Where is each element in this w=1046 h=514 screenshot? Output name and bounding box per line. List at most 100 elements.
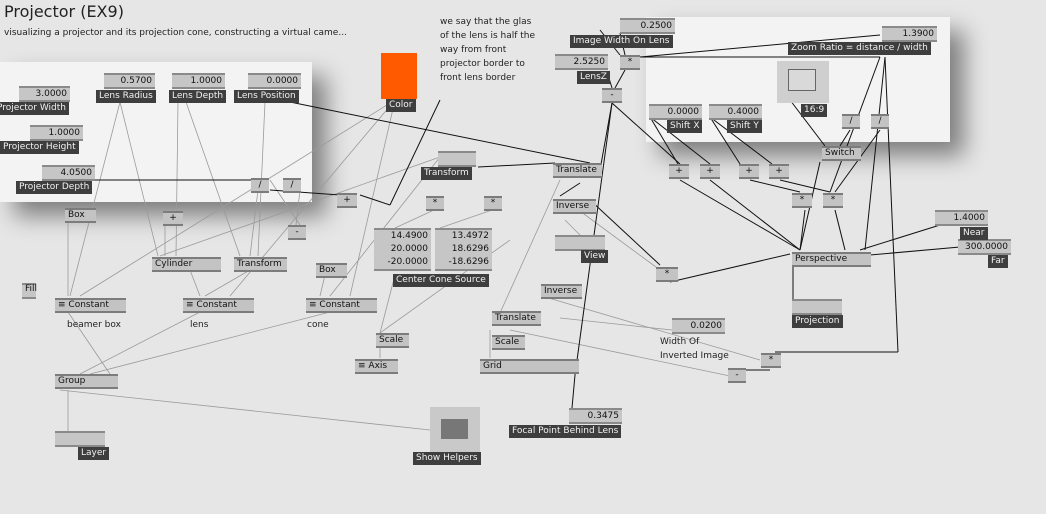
minus-node[interactable]: - xyxy=(602,88,622,103)
fill-toggle[interactable] xyxy=(22,283,36,299)
projector-width-label: Projector Width xyxy=(0,102,70,115)
perspective-node[interactable]: Perspective xyxy=(792,252,871,267)
cone-comment: cone xyxy=(307,320,329,330)
show-helpers-label: Show Helpers xyxy=(413,452,481,465)
plus-node-2[interactable]: + xyxy=(163,211,183,226)
aspect-label: 16:9 xyxy=(801,104,828,117)
projector-height-input[interactable]: 1.0000 xyxy=(30,125,83,141)
near-input[interactable]: 1.4000 xyxy=(935,210,988,226)
mul-node-7[interactable]: * xyxy=(761,353,781,368)
lens-position-input[interactable]: 0.0000 xyxy=(248,73,301,89)
lens-depth-input[interactable]: 1.0000 xyxy=(172,73,225,89)
projection-output-box[interactable] xyxy=(792,299,842,315)
shift-x-label: Shift X xyxy=(667,120,703,133)
center-label: Center xyxy=(393,274,430,287)
constant-1-label: Constant xyxy=(68,300,109,310)
cone-source-vector: 13.4972 18.6296 -18.6296 xyxy=(435,228,492,271)
layer-output-box[interactable] xyxy=(55,431,105,447)
image-width-input[interactable]: 0.2500 xyxy=(620,18,675,34)
center-vector-input[interactable]: 14.4900 20.0000 -20.0000 xyxy=(374,228,431,271)
beamer-box-comment: beamer box xyxy=(67,320,121,330)
width-inverted-comment: Width Of Inverted Image xyxy=(660,337,729,361)
aspect-preview[interactable] xyxy=(777,61,829,103)
transform-node[interactable]: Transform xyxy=(234,257,287,272)
zoom-ratio-label: Zoom Ratio = distance / width xyxy=(788,42,931,55)
zoom-ratio-input[interactable]: 1.3900 xyxy=(882,26,937,42)
mul-node-2[interactable]: * xyxy=(426,196,444,211)
cone-source-z: -18.6296 xyxy=(448,257,489,267)
cylinder-node[interactable]: Cylinder xyxy=(152,257,221,272)
minus-node-2[interactable]: - xyxy=(288,225,306,240)
center-y: 20.0000 xyxy=(390,244,428,254)
scale-node-2[interactable]: Scale xyxy=(376,333,409,348)
plus-node-5[interactable]: + xyxy=(739,164,759,179)
div-node-1[interactable]: / xyxy=(251,178,269,193)
toggle-indicator xyxy=(441,419,468,439)
lens-comment: lens xyxy=(190,320,209,330)
projector-width-input[interactable]: 3.0000 xyxy=(19,86,70,102)
focal-point-label: Focal Point Behind Lens xyxy=(509,425,622,438)
div-node-3[interactable]: / xyxy=(842,114,860,129)
view-input-box[interactable] xyxy=(555,235,605,251)
mul-node-6[interactable]: * xyxy=(656,267,678,282)
aspect-preview-frame xyxy=(788,69,816,91)
plus-node-3[interactable]: + xyxy=(669,164,689,179)
shift-y-input[interactable]: 0.4000 xyxy=(709,104,762,120)
center-z: -20.0000 xyxy=(387,257,428,267)
transform-input-box[interactable] xyxy=(438,151,476,167)
show-helpers-toggle[interactable] xyxy=(430,407,480,452)
group-node[interactable]: Group xyxy=(55,374,118,389)
far-label: Far xyxy=(988,255,1008,268)
box-node-1[interactable]: Box xyxy=(65,208,96,223)
glass-note-comment: we say that the glas of the lens is half… xyxy=(440,17,536,83)
box-node-2[interactable]: Box xyxy=(316,263,347,278)
translate-node-1[interactable]: Translate xyxy=(553,163,602,178)
constant-node-3[interactable]: ≡ Constant xyxy=(306,298,377,313)
plus-node-6[interactable]: + xyxy=(769,164,789,179)
cone-source-y: 18.6296 xyxy=(451,244,489,254)
patch-title: Projector (EX9) xyxy=(4,2,124,21)
mul-node[interactable]: * xyxy=(620,55,640,70)
center-x: 14.4900 xyxy=(390,231,428,241)
far-input[interactable]: 300.0000 xyxy=(958,239,1011,255)
projector-height-label: Projector Height xyxy=(0,141,79,154)
translate-node-2[interactable]: Translate xyxy=(492,311,541,326)
axis-node[interactable]: ≡ Axis xyxy=(355,359,398,374)
div-node-2[interactable]: / xyxy=(283,178,301,193)
lens-depth-label: Lens Depth xyxy=(169,90,227,103)
near-label: Near xyxy=(960,227,988,240)
shift-x-input[interactable]: 0.0000 xyxy=(649,104,702,120)
color-label: Color xyxy=(386,99,416,112)
plus-node-1[interactable]: + xyxy=(337,193,357,208)
constant-node-2[interactable]: ≡ Constant xyxy=(183,298,254,313)
lens-radius-label: Lens Radius xyxy=(96,90,156,103)
width-inverted-input[interactable]: 0.0200 xyxy=(672,318,725,334)
mul-node-4[interactable]: * xyxy=(792,193,812,208)
plus-node-4[interactable]: + xyxy=(700,164,720,179)
axis-label: Axis xyxy=(368,361,388,371)
switch-node[interactable]: Switch xyxy=(822,146,861,161)
inverse-node-1[interactable]: Inverse xyxy=(553,199,596,214)
constant-node-1[interactable]: ≡ Constant xyxy=(55,298,126,313)
lens-position-label: Lens Position xyxy=(234,90,299,103)
mul-node-5[interactable]: * xyxy=(823,193,843,208)
inverse-node-2[interactable]: Inverse xyxy=(541,284,582,299)
minus-node-3[interactable]: - xyxy=(728,368,746,383)
lensz-label: LensZ xyxy=(577,71,610,84)
shift-y-label: Shift Y xyxy=(727,120,762,133)
constant-2-label: Constant xyxy=(196,300,237,310)
lensz-input[interactable]: 2.5250 xyxy=(555,54,608,70)
mul-node-3[interactable]: * xyxy=(484,196,502,211)
transform-label: Transform xyxy=(421,167,472,180)
view-label: View xyxy=(581,250,609,263)
constant-3-label: Constant xyxy=(319,300,360,310)
projector-depth-input[interactable]: 4.0500 xyxy=(42,165,95,181)
div-node-4[interactable]: / xyxy=(871,114,889,129)
scale-node-1[interactable]: Scale xyxy=(492,335,525,350)
patch-subtitle: visualizing a projector and its projecti… xyxy=(4,28,347,38)
color-swatch[interactable] xyxy=(381,53,417,99)
lens-radius-input[interactable]: 0.5700 xyxy=(104,73,155,89)
grid-node[interactable]: Grid xyxy=(480,359,579,374)
focal-point-input[interactable]: 0.3475 xyxy=(569,408,622,424)
